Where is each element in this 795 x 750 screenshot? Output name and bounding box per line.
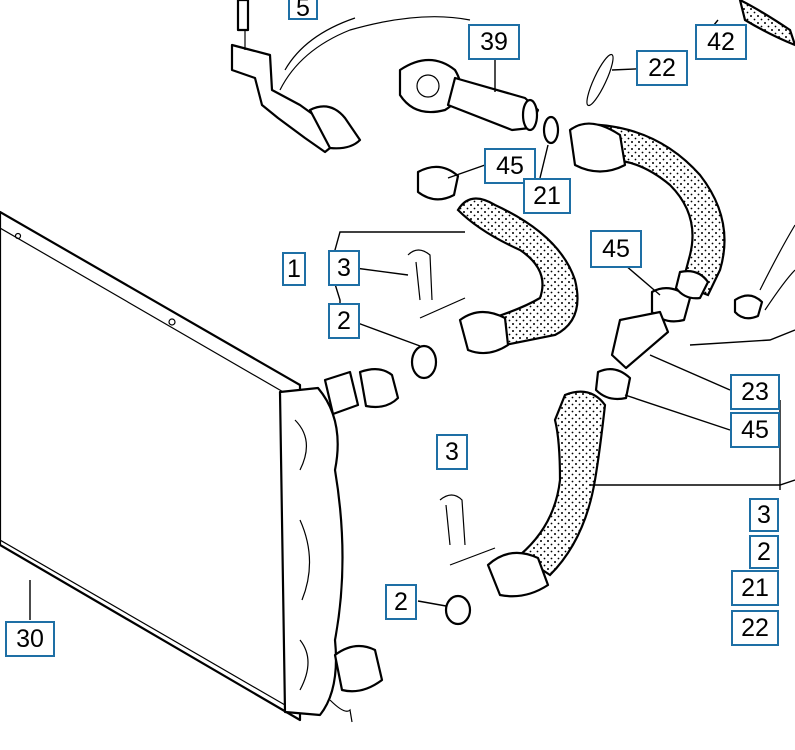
callout-3-top: 3 — [328, 250, 360, 286]
callout-21-top: 21 — [523, 178, 571, 214]
callout-23: 23 — [730, 374, 780, 410]
callout-22-right: 22 — [731, 610, 779, 646]
callout-45-right: 45 — [730, 412, 780, 448]
callout-2-top: 2 — [328, 303, 360, 339]
callout-1: 1 — [282, 252, 306, 286]
callout-5: 5 — [288, 0, 318, 20]
callout-30: 30 — [5, 621, 55, 657]
callout-2-right: 2 — [749, 535, 779, 569]
callout-2-bottom: 2 — [385, 584, 417, 620]
flange-pipe — [398, 58, 540, 132]
callout-3-right: 3 — [749, 498, 779, 532]
radiator — [0, 210, 400, 723]
coolant-hoses — [456, 0, 795, 598]
hose-clamps — [407, 165, 764, 566]
o-rings — [410, 53, 614, 626]
callout-21-right: 21 — [731, 570, 779, 606]
callout-39: 39 — [468, 24, 520, 60]
callout-42: 42 — [695, 24, 747, 60]
callout-3-bottom: 3 — [436, 434, 468, 470]
callout-22-top: 22 — [636, 50, 688, 86]
upper-pipe-bracket — [230, 0, 471, 154]
callout-45-mid: 45 — [590, 230, 642, 268]
